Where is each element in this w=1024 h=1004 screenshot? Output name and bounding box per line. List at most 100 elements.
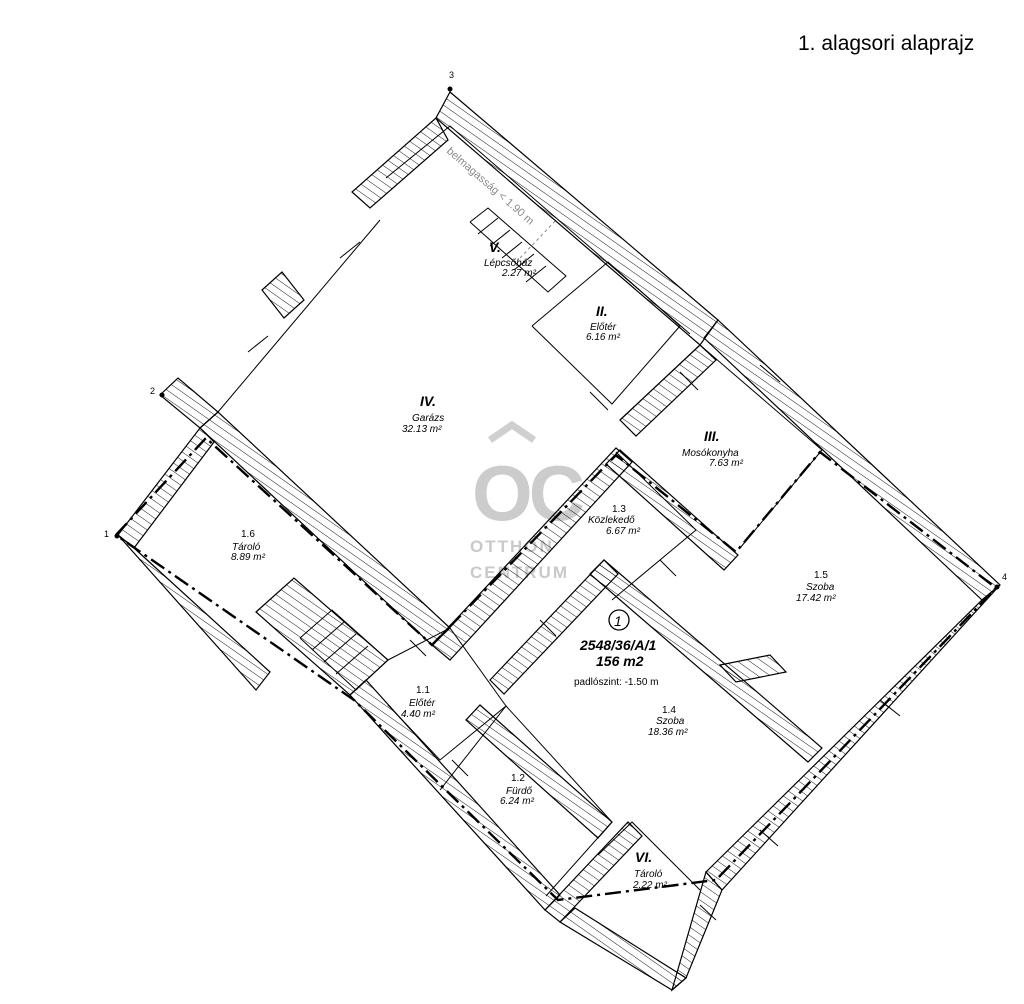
wall-1-2: [439, 705, 613, 897]
wall-vi-right: [670, 870, 723, 992]
room-name: Lépcsőház: [484, 258, 532, 269]
room-vi: VI. Tároló 2.22 m²: [632, 849, 668, 891]
room-number: 1.5: [814, 570, 828, 581]
watermark-roof-icon: [488, 420, 536, 443]
room-name: Szoba: [656, 716, 685, 727]
room-number: 1.4: [662, 705, 676, 716]
unit-badge-circle: [608, 609, 630, 631]
stairs-v: [469, 207, 567, 293]
room-number: 1.6: [241, 529, 255, 540]
room-ii: II. Előtér 6.16 m²: [586, 303, 621, 343]
wall-garage-left: [217, 219, 381, 413]
room-name: Tároló: [634, 869, 663, 880]
room-1-3: 1.3 Közlekedő 6.67 m²: [588, 504, 641, 537]
room-number: V.: [489, 239, 501, 255]
door-mark: [699, 904, 717, 921]
door-mark: [679, 371, 699, 391]
room-1-1: 1.1 Előtér 4.40 m²: [401, 685, 436, 720]
door-mark: [659, 559, 677, 577]
room-v: V. Lépcsőház 2.27 m²: [484, 239, 537, 279]
door-mark: [339, 241, 361, 259]
room-area: 2.27 m²: [501, 268, 537, 279]
wall-top-outer: [435, 91, 719, 346]
axis-label-3: 3: [449, 70, 454, 80]
room-name: Mosókonyha: [682, 448, 739, 459]
stair-step: [513, 253, 535, 271]
door-mark: [759, 364, 781, 383]
wall-lepcsohaz-outline: [385, 125, 691, 335]
unit-badge: 1: [614, 613, 622, 629]
axis-label-4: 4: [1002, 572, 1007, 582]
room-name: Fürdő: [506, 786, 533, 797]
wall-elotér-ii: [531, 261, 681, 405]
door-mark: [589, 391, 609, 411]
walls: [117, 91, 1001, 992]
wall-iii: [619, 344, 823, 549]
wall-garage-right: [619, 344, 717, 437]
room-1-6: 1.6 Tároló 8.89 m²: [231, 529, 266, 563]
room-name: Garázs: [412, 413, 444, 424]
axis-dot-1: [114, 533, 120, 539]
plan-title: 1. alagsori alaprajz: [798, 32, 975, 55]
room-1-4: 1.4 Szoba 18.36 m²: [648, 705, 688, 738]
wall-vi: [597, 821, 701, 891]
room-number: III.: [704, 428, 720, 444]
stair-step: [335, 645, 369, 675]
room-area: 6.67 m²: [606, 526, 641, 537]
axis-label-2: 2: [150, 386, 155, 396]
room-area: 6.16 m²: [586, 332, 621, 343]
section-line: [115, 436, 998, 902]
stair-step: [501, 241, 523, 259]
stair-step: [525, 265, 547, 283]
room-1-2: 1.2 Fürdő 6.24 m²: [500, 773, 535, 807]
room-area: 4.40 m²: [401, 709, 436, 720]
door-mark: [247, 335, 269, 353]
room-labels: V. Lépcsőház 2.27 m² II. Előtér 6.16 m² …: [231, 239, 836, 891]
wall-top-left: [351, 117, 449, 209]
room-number: VI.: [635, 849, 652, 865]
door-mark: [409, 639, 427, 657]
stair-step: [323, 633, 357, 663]
wall-left-stub: [261, 271, 305, 319]
room-name: Tároló: [232, 542, 261, 553]
room-area: 17.42 m²: [796, 593, 836, 604]
room-number: 1.3: [612, 504, 626, 515]
room-iii: III. Mosókonyha 7.63 m²: [682, 428, 744, 469]
room-name: Előtér: [409, 698, 436, 709]
wall-1-4-left: [489, 559, 619, 695]
wall-inner-1-5: [718, 654, 788, 683]
unit-size: 156 m2: [596, 653, 644, 669]
axis-dot-2: [159, 392, 165, 398]
unit-info: 1 2548/36/A/1 156 m2 padlószint: -1.50 m: [574, 609, 659, 688]
door-mark: [879, 699, 901, 717]
room-area: 8.89 m²: [231, 552, 266, 563]
room-name: Szoba: [806, 582, 835, 593]
axis-label-1: 1: [104, 529, 109, 539]
wall-vi-left: [544, 821, 643, 923]
room-number: 1.2: [511, 773, 525, 784]
door-mark: [539, 619, 557, 637]
room-area: 32.13 m²: [402, 424, 442, 435]
room-name: Közlekedő: [588, 515, 635, 526]
room-1-5: 1.5 Szoba 17.42 m²: [796, 570, 836, 604]
partitions: [217, 125, 901, 921]
wall-vi-bottom: [559, 907, 688, 991]
room-number: 1.1: [416, 685, 430, 696]
door-mark: [451, 759, 469, 777]
stair-step: [477, 217, 499, 235]
stair-step: [311, 621, 345, 651]
unit-code: 2548/36/A/1: [579, 637, 656, 653]
room-area: 2.22 m²: [632, 880, 668, 891]
axis-dot-4: [994, 584, 1000, 590]
room-area: 6.24 m²: [500, 796, 535, 807]
room-iv: IV. Garázs 32.13 m²: [402, 393, 444, 435]
room-number: IV.: [420, 393, 436, 409]
axis-dot-3: [447, 86, 453, 92]
room-number: II.: [596, 303, 608, 319]
room-area: 18.36 m²: [648, 727, 688, 738]
room-name: Előtér: [590, 322, 617, 333]
unit-floor-level: padlószint: -1.50 m: [574, 677, 659, 688]
room-area: 7.63 m²: [709, 458, 744, 469]
axis-markers: 1 2 3 4: [104, 70, 1007, 590]
